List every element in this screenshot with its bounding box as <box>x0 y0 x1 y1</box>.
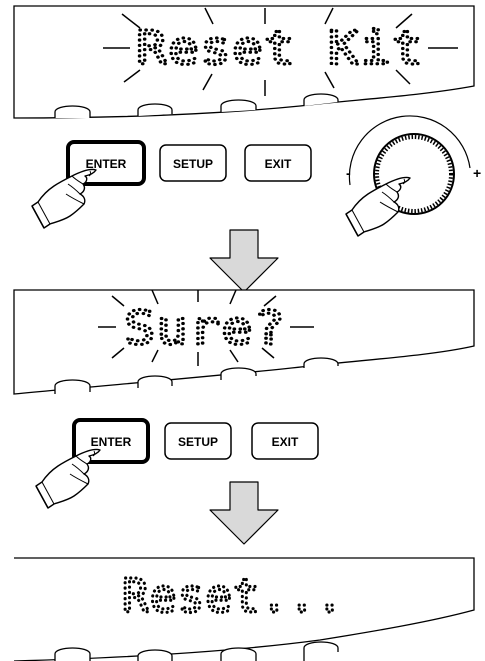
enter-button-step-2[interactable]: ENTER <box>72 418 150 464</box>
enter-button-label: ENTER <box>86 157 127 171</box>
display-text-step-3: Reset... <box>122 569 344 623</box>
soft-button-1[interactable] <box>54 647 91 661</box>
step-1-group: Reset Kit ENTER SETUP EXIT - + <box>13 5 481 237</box>
next-step-arrow-icon <box>209 229 279 293</box>
soft-button-3[interactable] <box>220 99 257 112</box>
soft-buttons-step-2 <box>54 357 339 394</box>
soft-buttons-step-3 <box>54 641 339 661</box>
display-text-step-1: Reset Kit <box>136 21 424 75</box>
exit-button-label: EXIT <box>272 435 299 449</box>
soft-button-4[interactable] <box>303 641 339 661</box>
soft-button-3[interactable] <box>220 647 257 661</box>
lcd-panel-step-3 <box>13 557 475 661</box>
enter-button-label: ENTER <box>91 435 132 449</box>
setup-button-step-1[interactable]: SETUP <box>159 144 227 182</box>
lcd-panel-step-1 <box>13 5 475 119</box>
setup-button-step-2[interactable]: SETUP <box>164 422 232 460</box>
flash-rays-step-2 <box>98 289 314 366</box>
soft-button-2[interactable] <box>137 649 173 661</box>
exit-button-step-2[interactable]: EXIT <box>251 422 319 460</box>
soft-button-3[interactable] <box>220 367 257 380</box>
step-3-group: Reset... <box>13 557 475 661</box>
setup-button-label: SETUP <box>178 435 218 449</box>
soft-button-1[interactable] <box>54 379 91 394</box>
next-step-arrow-icon <box>209 481 279 545</box>
exit-button-step-1[interactable]: EXIT <box>244 144 312 182</box>
dial-minus-label: - <box>346 165 351 181</box>
display-text-step-2: Sure? <box>124 301 286 355</box>
soft-button-4[interactable] <box>303 357 339 368</box>
soft-buttons-step-1 <box>54 93 339 118</box>
soft-button-2[interactable] <box>137 103 173 116</box>
pointing-hand-icon <box>35 448 101 509</box>
step-2-group: Sure? ENTER SETUP EXIT <box>13 289 475 509</box>
soft-button-2[interactable] <box>137 375 173 388</box>
setup-button-label: SETUP <box>173 157 213 171</box>
soft-button-1[interactable] <box>54 105 91 118</box>
exit-button-label: EXIT <box>265 157 292 171</box>
soft-button-4[interactable] <box>303 93 339 106</box>
pointing-hand-icon <box>31 168 97 229</box>
dial-plus-label: + <box>473 165 481 181</box>
flash-rays-step-1 <box>103 7 458 96</box>
